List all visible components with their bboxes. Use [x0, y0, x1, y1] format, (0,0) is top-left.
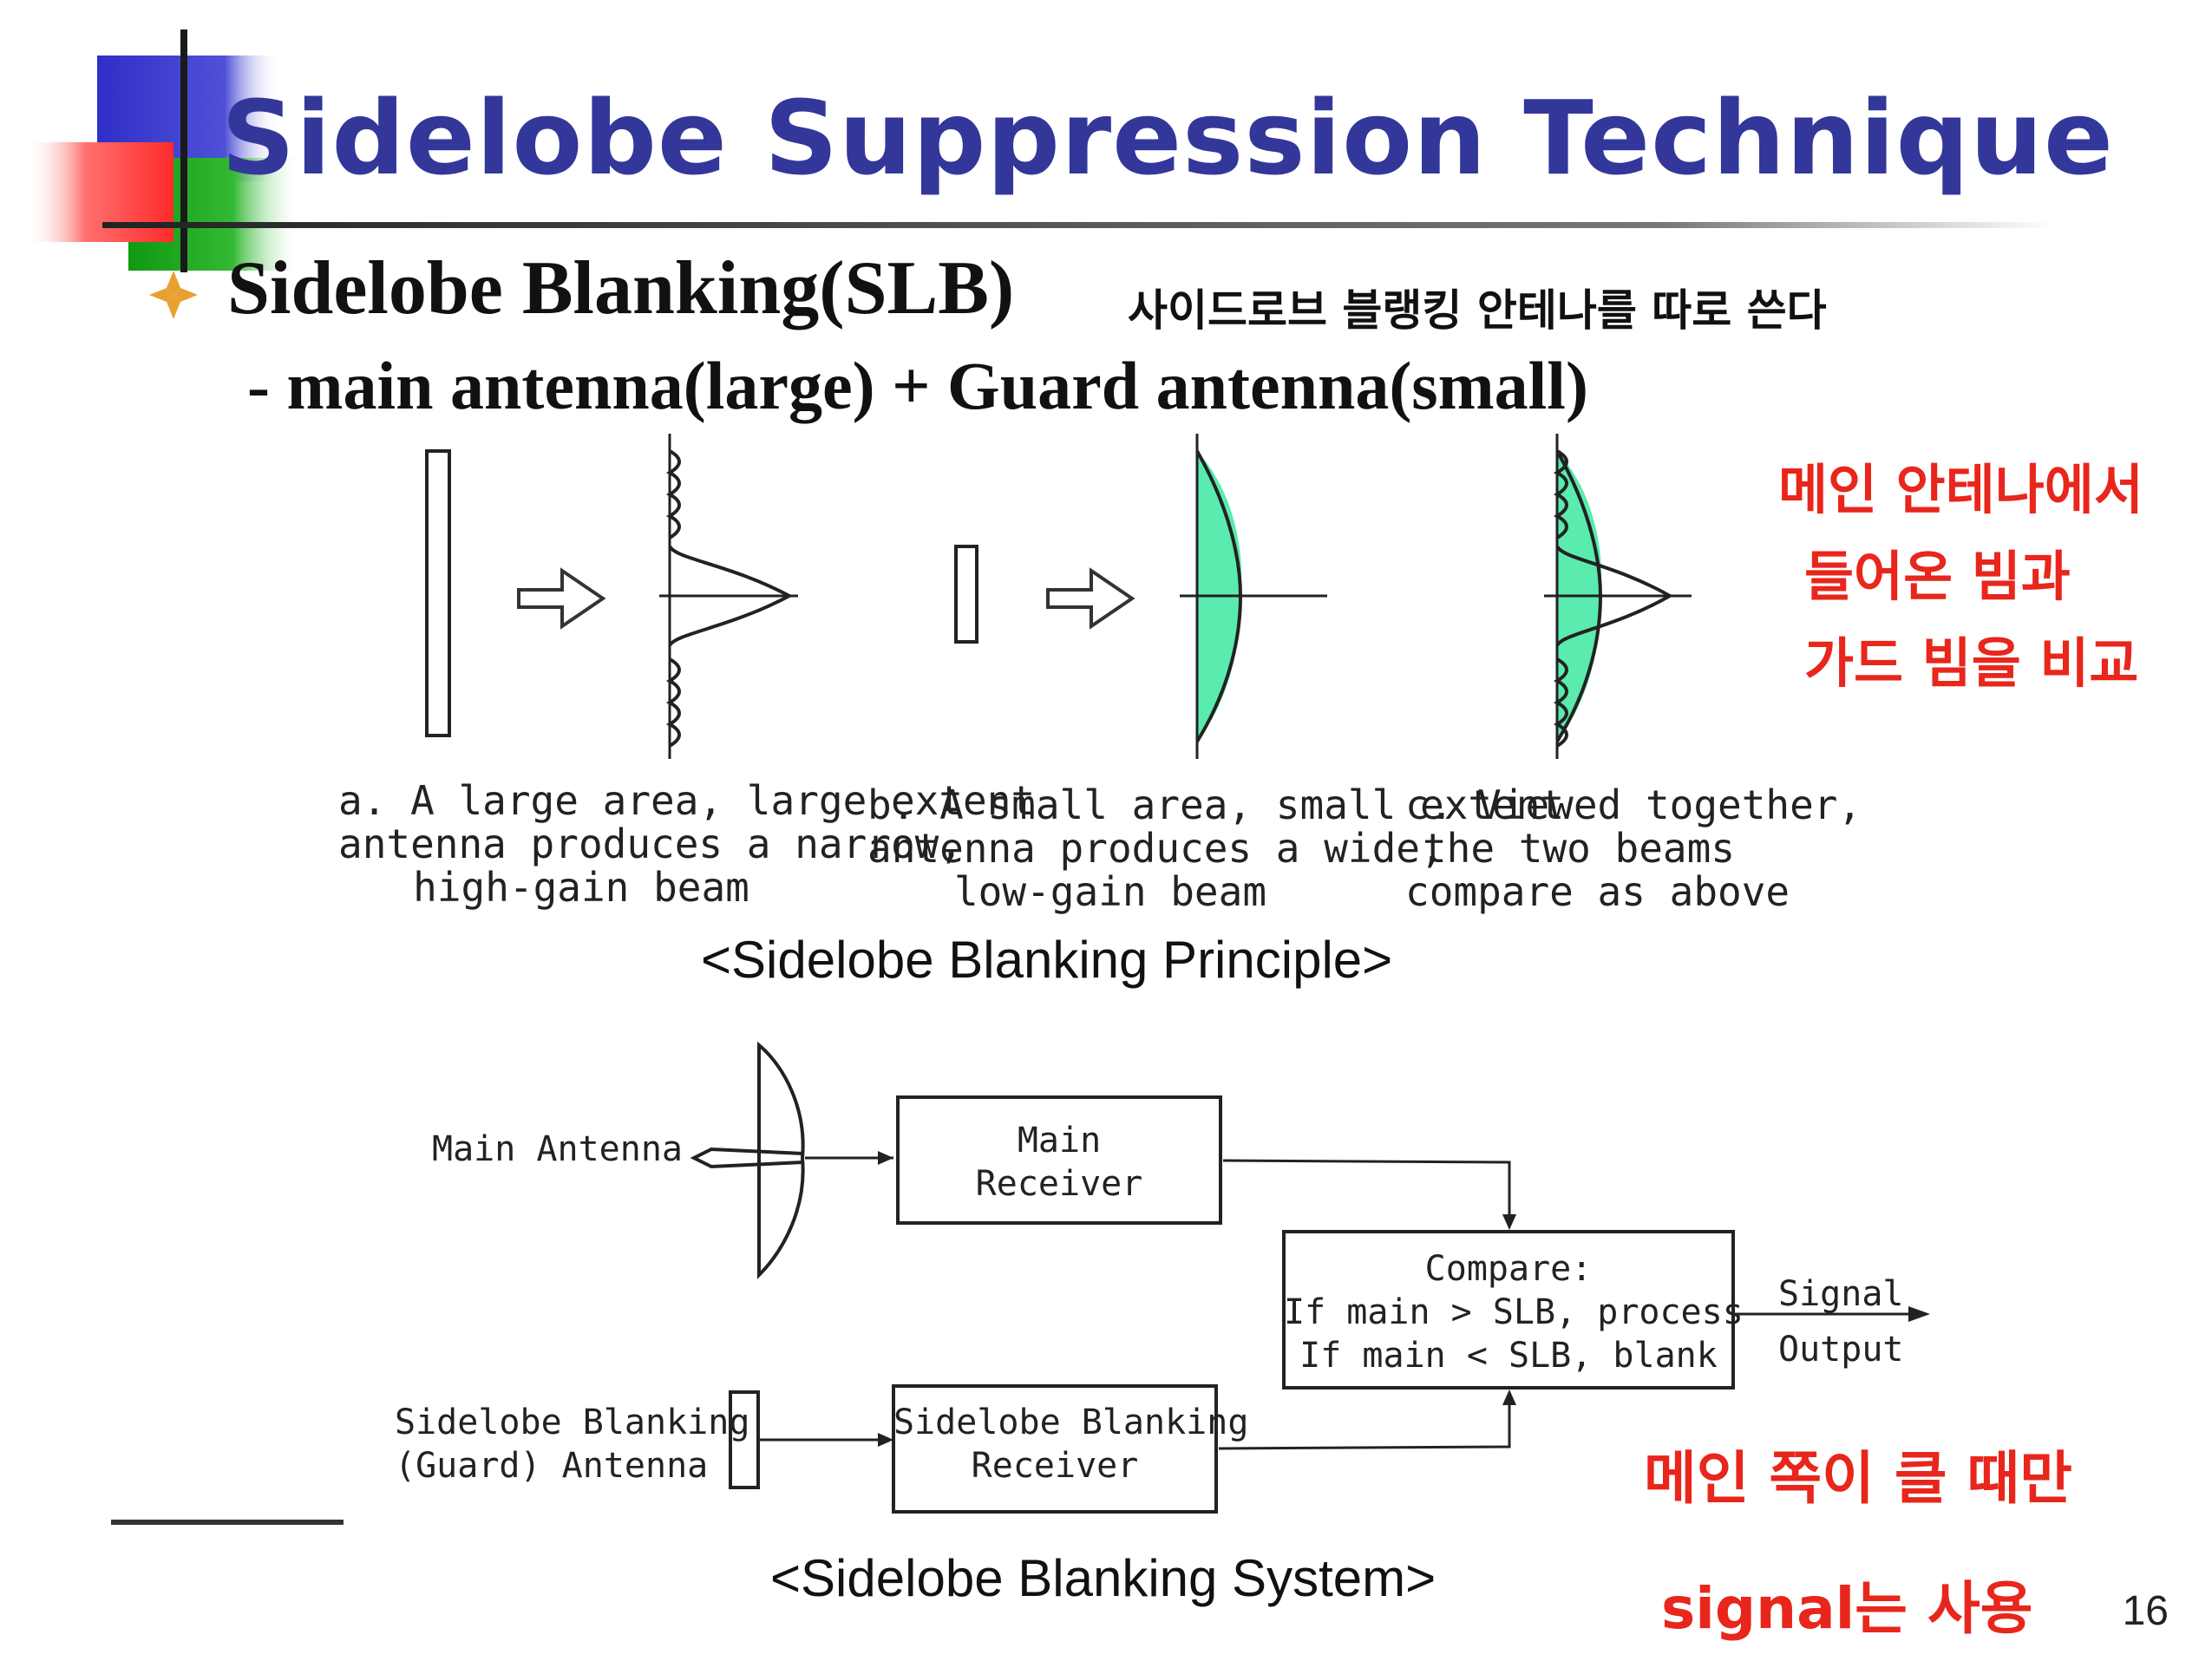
arrow-head-icon-5	[1502, 1390, 1516, 1405]
bullet-slb: Sidelobe Blanking(SLB)	[227, 246, 1015, 330]
caption-b: b. A small area, small extent antenna pr…	[867, 781, 1565, 915]
page-number: 16	[2122, 1588, 2169, 1634]
wire-main-to-compare	[1222, 1159, 1511, 1227]
compare-line-2: If main > SLB, process	[1284, 1292, 1744, 1332]
signal-output-line-1: Signal	[1778, 1274, 1904, 1314]
red-note-top-line-2: 들어온 빔과	[1804, 545, 2071, 608]
combined-wide-beam	[1555, 450, 1603, 743]
caption-c-line-1: c. Viewed together,	[1405, 781, 1862, 828]
principle-figure-title: <Sidelobe Blanking Principle>	[701, 931, 1393, 989]
system-figure-title: <Sidelobe Blanking System>	[770, 1549, 1436, 1607]
arrow-head-icon-3	[1908, 1306, 1930, 1322]
red-note-bottom-line-2: signal는 사용	[1661, 1575, 2033, 1642]
compare-label: Compare: If main > SLB, process If main …	[1284, 1247, 1744, 1377]
slb-receiver-line-2: Receiver	[971, 1446, 1139, 1486]
signal-output-label: Signal Output	[1778, 1266, 1904, 1377]
arrow-head-icon	[878, 1151, 893, 1165]
signal-output-line-2: Output	[1778, 1330, 1904, 1370]
title-decoration	[26, 29, 2054, 272]
caption-c-line-3: compare as above	[1405, 868, 1790, 915]
caption-a-line-3: high-gain beam	[413, 864, 749, 911]
system-diagram	[690, 1041, 1930, 1514]
arrow-head-icon-2	[1502, 1214, 1516, 1230]
caption-a: a. A large area, large extent antenna pr…	[338, 777, 1036, 911]
main-receiver-box	[896, 1095, 1222, 1225]
caption-a-line-2: antenna produces a narrow,	[338, 821, 964, 867]
slb-receiver-box	[892, 1384, 1218, 1514]
red-note-top: 메인 안테나에서 들어온 빔과 가드 빔을 비교	[1778, 447, 2143, 707]
caption-a-line-1: a. A large area, large extent	[338, 777, 1036, 824]
main-antenna-label: Main Antenna	[432, 1129, 683, 1169]
sub-bullet-antennas: - main antenna(large) + Guard antenna(sm…	[247, 348, 1588, 423]
compare-line-3: If main < SLB, blank	[1299, 1336, 1718, 1376]
guard-antenna-line-2: (Guard) Antenna	[395, 1446, 709, 1486]
compare-box	[1282, 1230, 1735, 1390]
narrow-beam-pattern	[665, 449, 794, 748]
main-antenna-feed	[690, 1147, 804, 1169]
page-title: Sidelobe Suppression Technique	[221, 78, 2115, 198]
principle-diagram	[425, 434, 1692, 759]
handwritten-note-slb: 사이드로브 블랭킹 안테나를 따로 쓴다	[1128, 285, 1827, 336]
diamond-bullet-icon	[149, 271, 198, 319]
title-underline	[102, 222, 2054, 228]
compare-line-1: Compare:	[1424, 1249, 1593, 1289]
caption-b-line-1: b. A small area, small extent	[867, 781, 1565, 828]
red-note-top-line-3: 가드 빔을 비교	[1804, 631, 2139, 695]
caption-c-line-2: the two beams	[1422, 825, 1736, 872]
small-antenna	[954, 545, 978, 644]
arrow-head-icon-4	[878, 1433, 893, 1447]
large-antenna	[425, 449, 451, 737]
caption-b-line-3: low-gain beam	[953, 868, 1267, 915]
arrow-right-icon	[517, 567, 606, 630]
arrow-right-icon-2	[1046, 567, 1135, 630]
slb-receiver-line-1: Sidelobe Blanking	[893, 1403, 1249, 1442]
main-antenna-dish-icon	[757, 1041, 805, 1279]
main-receiver-line-1: Main	[1017, 1121, 1102, 1161]
main-receiver-line-2: Receiver	[975, 1164, 1143, 1204]
slb-receiver-label: Sidelobe Blanking Receiver	[893, 1401, 1249, 1488]
red-note-top-line-1: 메인 안테나에서	[1778, 458, 2143, 521]
red-note-bottom-line-1: 메인 쪽이 클 때만	[1644, 1445, 2072, 1512]
wire-slb-to-compare	[1218, 1392, 1511, 1450]
wide-beam-pattern	[1195, 450, 1243, 743]
combined-narrow-beam	[1553, 449, 1674, 748]
footer-rule	[111, 1520, 344, 1525]
caption-b-line-2: antenna produces a wide,	[867, 825, 1444, 872]
guard-antenna-label: Sidelobe Blanking (Guard) Antenna	[395, 1401, 749, 1488]
guard-antenna	[729, 1390, 760, 1489]
deco-vertical-line	[180, 29, 187, 272]
guard-antenna-line-1: Sidelobe Blanking	[395, 1403, 750, 1442]
main-receiver-label: Main Receiver	[898, 1119, 1221, 1206]
red-note-bottom: 메인 쪽이 클 때만 signal는 사용	[1644, 1414, 2072, 1674]
caption-c: c. Viewed together, the two beams compar…	[1405, 781, 1862, 915]
